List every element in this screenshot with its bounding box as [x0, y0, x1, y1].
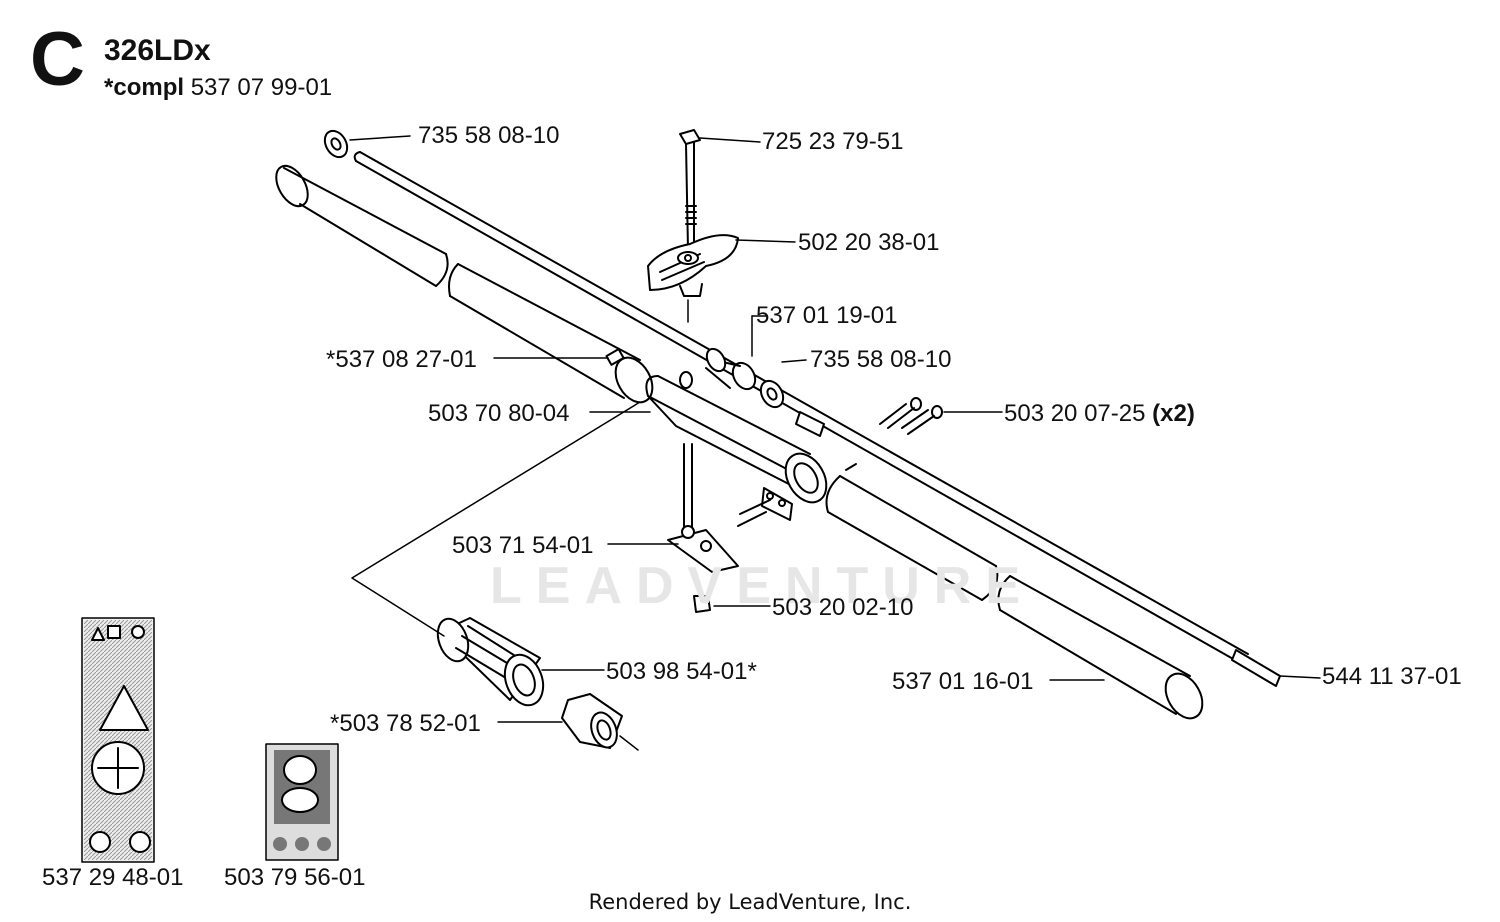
part-label[interactable]: 503 20 02-10 — [772, 594, 914, 621]
part-label[interactable]: 537 29 48-01 — [42, 864, 184, 891]
part-label[interactable]: *537 08 27-01 — [326, 346, 477, 373]
drive-shaft — [353, 151, 1321, 687]
compl-line: *compl 537 07 99-01 — [104, 76, 332, 100]
part-label[interactable]: 544 11 37-01 — [1322, 663, 1462, 690]
part-qty: (x2) — [1152, 400, 1195, 427]
section-letter: C — [30, 17, 85, 102]
footer-credit: Rendered by LeadVenture, Inc. — [588, 890, 912, 914]
washer-middle — [759, 379, 785, 409]
part-label[interactable]: 503 20 07-25 (x2) — [1004, 402, 1195, 426]
screws — [879, 397, 943, 435]
lower-bolt — [667, 443, 739, 613]
part-label[interactable]: 537 01 19-01 — [756, 302, 898, 329]
upper-tube-left — [275, 164, 449, 287]
spline-end — [795, 411, 825, 437]
part-label[interactable]: 725 23 79-51 — [762, 128, 904, 155]
model-title: 326LDx — [104, 34, 211, 67]
compl-prefix: *compl — [104, 74, 185, 101]
explode-line — [351, 401, 641, 637]
part-label[interactable]: 502 20 38-01 — [798, 229, 940, 256]
part-label[interactable]: 537 01 16-01 — [892, 668, 1034, 695]
decal-small — [265, 743, 339, 861]
lower-tube-right — [997, 575, 1204, 720]
upper-tube-right — [448, 263, 654, 404]
part-label[interactable]: 503 79 56-01 — [224, 864, 366, 891]
part-label[interactable]: 503 98 54-01* — [606, 658, 757, 685]
bearing — [436, 617, 545, 707]
part-label[interactable]: 735 58 08-10 — [418, 122, 560, 149]
nut — [561, 693, 639, 751]
watermark: LEADVENTURE — [490, 557, 1035, 615]
part-label[interactable]: 503 71 54-01 — [452, 532, 594, 559]
lower-tube-left — [825, 463, 999, 601]
leader-lines — [493, 315, 1105, 723]
part-label[interactable]: 503 70 80-04 — [428, 400, 570, 427]
part-number: 503 20 07-25 — [1004, 400, 1146, 427]
decal-large — [81, 617, 155, 863]
bolt — [679, 129, 761, 251]
compl-number: 537 07 99-01 — [190, 74, 333, 101]
washer-top — [323, 129, 349, 159]
clamp-housing — [645, 371, 828, 527]
sleeve — [705, 347, 757, 391]
leader-line — [349, 135, 411, 141]
part-label[interactable]: 735 58 08-10 — [810, 346, 952, 373]
part-label[interactable]: *503 78 52-01 — [330, 710, 481, 737]
wing-knob — [647, 234, 796, 323]
